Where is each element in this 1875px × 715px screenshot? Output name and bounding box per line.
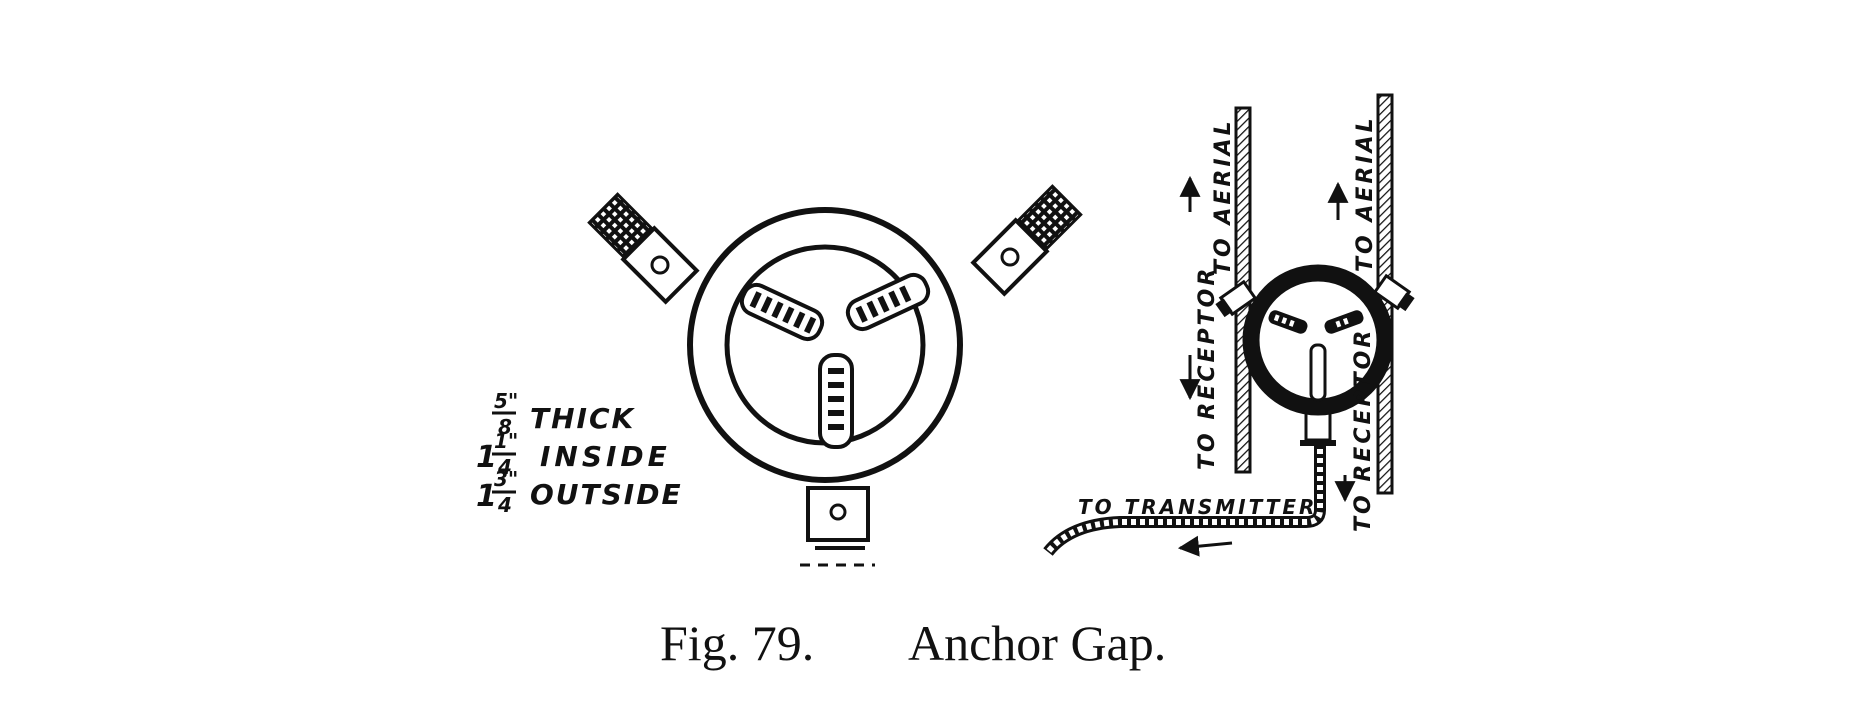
dimension-inside: 1 1" 4 INSIDE	[476, 429, 671, 479]
small-terminal-left	[1215, 279, 1258, 318]
label-to-aerial-left: TO AERIAL	[1211, 118, 1236, 275]
figure-caption: Fig. 79. Anchor Gap.	[660, 615, 1166, 671]
electrode-left	[739, 282, 825, 342]
caption-title: Anchor Gap.	[908, 615, 1166, 671]
small-electrode-bottom	[1309, 343, 1327, 402]
svg-text:OUTSIDE: OUTSIDE	[530, 478, 683, 511]
anchor-gap-plan-view: 5" 8 THICK 1 1" 4 INSIDE 1 3" 4 OUTSIDE	[476, 184, 1083, 567]
svg-text:8: 8	[498, 415, 512, 439]
svg-text:5": 5"	[494, 389, 518, 413]
anchor-gap-installation-view: TO AERIAL TO RECEPTOR TO AERIAL TO RECEP…	[1043, 93, 1415, 557]
label-to-aerial-right: TO AERIAL	[1353, 115, 1378, 272]
small-electrode-left	[1268, 310, 1308, 334]
terminal-upper-right	[970, 184, 1083, 297]
small-ring	[1242, 264, 1394, 416]
caption-figure-number: Fig. 79.	[660, 615, 814, 671]
svg-text:1": 1"	[494, 429, 518, 453]
dimension-notes: 5" 8 THICK 1 1" 4 INSIDE 1 3" 4 OUTSIDE	[476, 389, 683, 517]
svg-text:4: 4	[497, 493, 512, 517]
svg-text:4: 4	[497, 455, 512, 479]
dimension-outside: 1 3" 4 OUTSIDE	[476, 467, 683, 517]
label-to-receptor-right: TO RECEPTOR	[1351, 328, 1376, 532]
terminal-bottom	[800, 486, 875, 567]
svg-text:THICK: THICK	[530, 402, 636, 435]
small-terminal-right	[1372, 273, 1415, 312]
dimension-thick: 5" 8 THICK	[492, 389, 636, 439]
svg-text:1: 1	[476, 440, 497, 475]
small-electrode-right	[1324, 310, 1364, 334]
electrode-right	[845, 272, 931, 332]
svg-text:1: 1	[476, 479, 497, 514]
label-to-receptor-left: TO RECEPTOR	[1195, 266, 1220, 470]
arrow-transmitter	[1177, 535, 1233, 557]
electrode-bottom	[818, 353, 854, 449]
label-to-transmitter: TO TRANSMITTER	[1078, 495, 1317, 519]
svg-text:3": 3"	[494, 467, 518, 491]
terminal-upper-left	[587, 192, 700, 305]
svg-text:INSIDE: INSIDE	[540, 440, 671, 473]
